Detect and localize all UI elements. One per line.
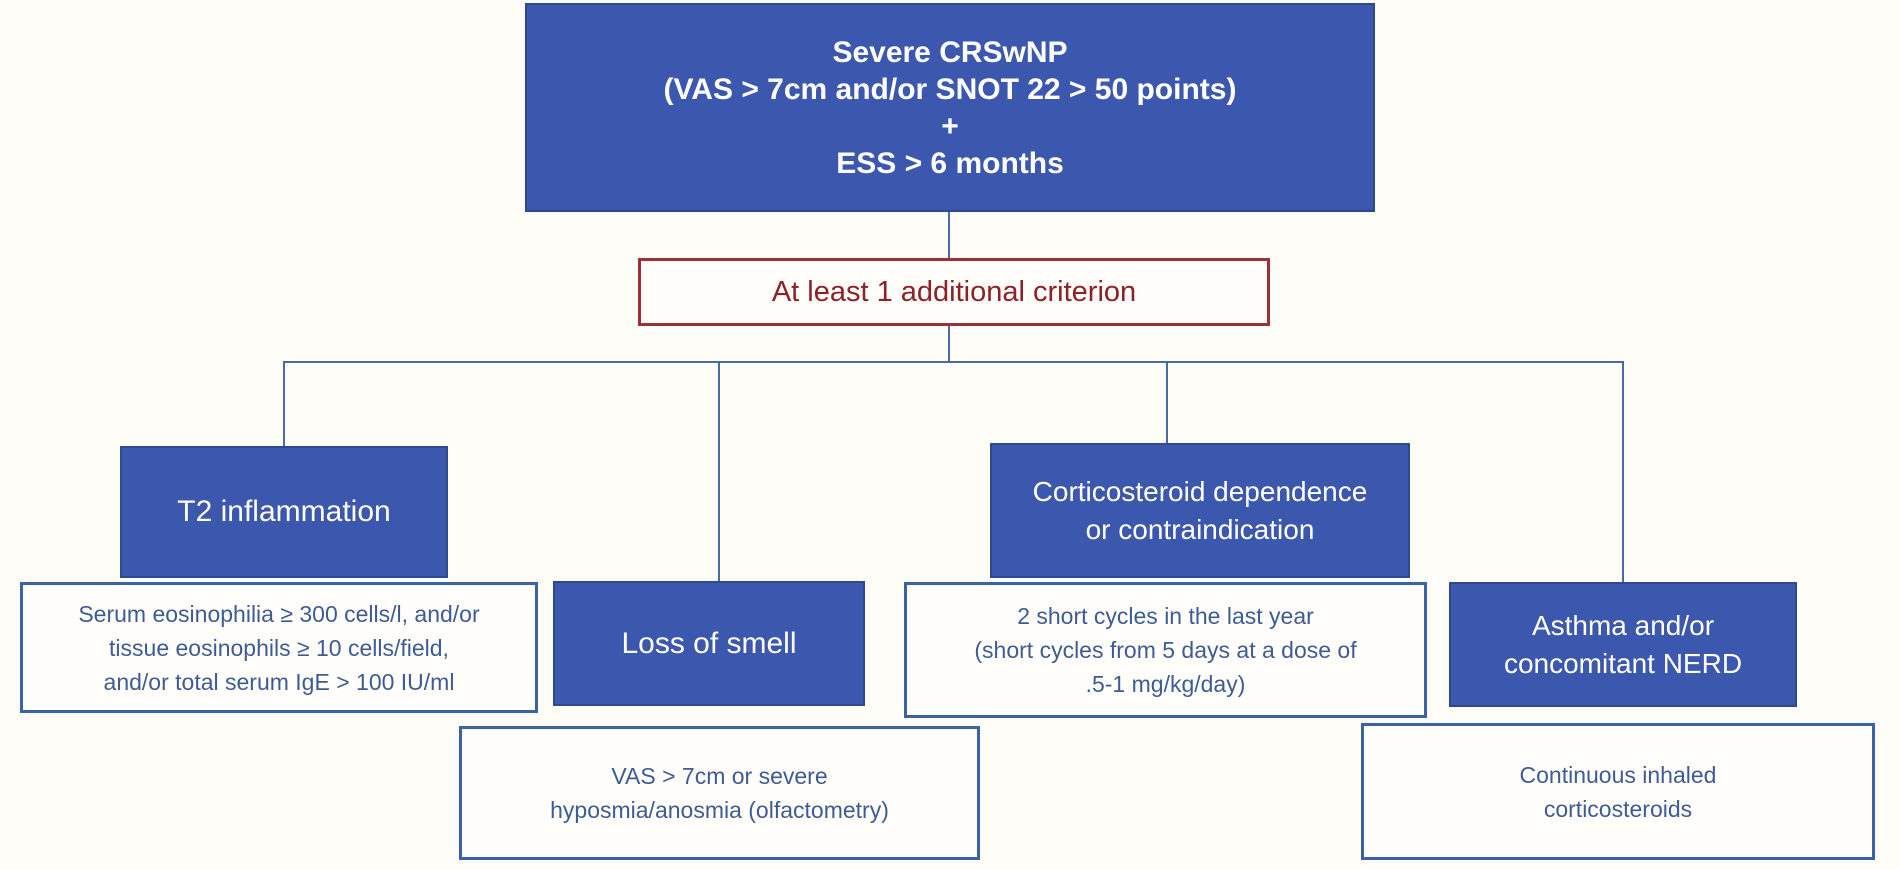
corticosteroid-line: Corticosteroid dependence: [1032, 475, 1368, 507]
severe-crswnp-line: +: [941, 109, 959, 143]
severe-crswnp-line: (VAS > 7cm and/or SNOT 22 > 50 points): [663, 72, 1237, 106]
connector-branch-to-smell: [718, 361, 720, 581]
t2-criteria-line: tissue eosinophils ≥ 10 cells/field,: [109, 634, 449, 661]
severe-crswnp-line: ESS > 6 months: [836, 146, 1064, 180]
asthma-nerd-line: Asthma and/or: [1531, 609, 1715, 641]
loss-of-smell-criteria-node: VAS > 7cm or severe hyposmia/anosmia (ol…: [459, 726, 980, 860]
asthma-nerd-node: Asthma and/or concomitant NERD: [1449, 582, 1797, 707]
loss-of-smell-node: Loss of smell: [553, 581, 865, 706]
loss-of-smell-criteria-line: VAS > 7cm or severe: [611, 763, 828, 789]
corticosteroid-line: or contraindication: [1085, 513, 1315, 545]
connector-branch-to-asthma: [1622, 361, 1624, 582]
t2-inflammation-label: T2 inflammation: [177, 495, 391, 528]
additional-criterion-node: At least 1 additional criterion: [638, 258, 1270, 326]
corticosteroid-criteria-line: .5-1 mg/kg/day): [1085, 671, 1246, 697]
additional-criterion-label: At least 1 additional criterion: [771, 275, 1137, 308]
severe-crswnp-node: Severe CRSwNP (VAS > 7cm and/or SNOT 22 …: [525, 3, 1375, 212]
asthma-criteria-node: Continuous inhaled corticosteroids: [1361, 723, 1875, 860]
t2-inflammation-node: T2 inflammation: [120, 446, 448, 578]
branch-horizontal-line: [283, 361, 1624, 363]
connector-criterion-to-branch: [948, 326, 950, 363]
asthma-nerd-line: concomitant NERD: [1503, 647, 1743, 679]
connector-root-to-criterion: [948, 212, 950, 258]
t2-criteria-node: Serum eosinophilia ≥ 300 cells/l, and/or…: [20, 582, 538, 713]
t2-criteria-line: and/or total serum IgE > 100 IU/ml: [103, 668, 455, 695]
corticosteroid-criteria-line: (short cycles from 5 days at a dose of: [974, 637, 1357, 663]
corticosteroid-node: Corticosteroid dependence or contraindic…: [990, 443, 1410, 578]
corticosteroid-criteria-node: 2 short cycles in the last year (short c…: [904, 582, 1427, 718]
asthma-criteria-line: Continuous inhaled: [1519, 761, 1717, 788]
loss-of-smell-criteria-line: hyposmia/anosmia (olfactometry): [550, 797, 889, 823]
asthma-criteria-line: corticosteroids: [1543, 795, 1693, 822]
connector-branch-to-t2: [283, 361, 285, 446]
severe-crswnp-line: Severe CRSwNP: [832, 35, 1068, 69]
connector-branch-to-corticosteroid: [1166, 361, 1168, 443]
t2-criteria-line: Serum eosinophilia ≥ 300 cells/l, and/or: [78, 600, 480, 627]
loss-of-smell-label: Loss of smell: [621, 626, 797, 660]
corticosteroid-criteria-line: 2 short cycles in the last year: [1017, 603, 1314, 629]
